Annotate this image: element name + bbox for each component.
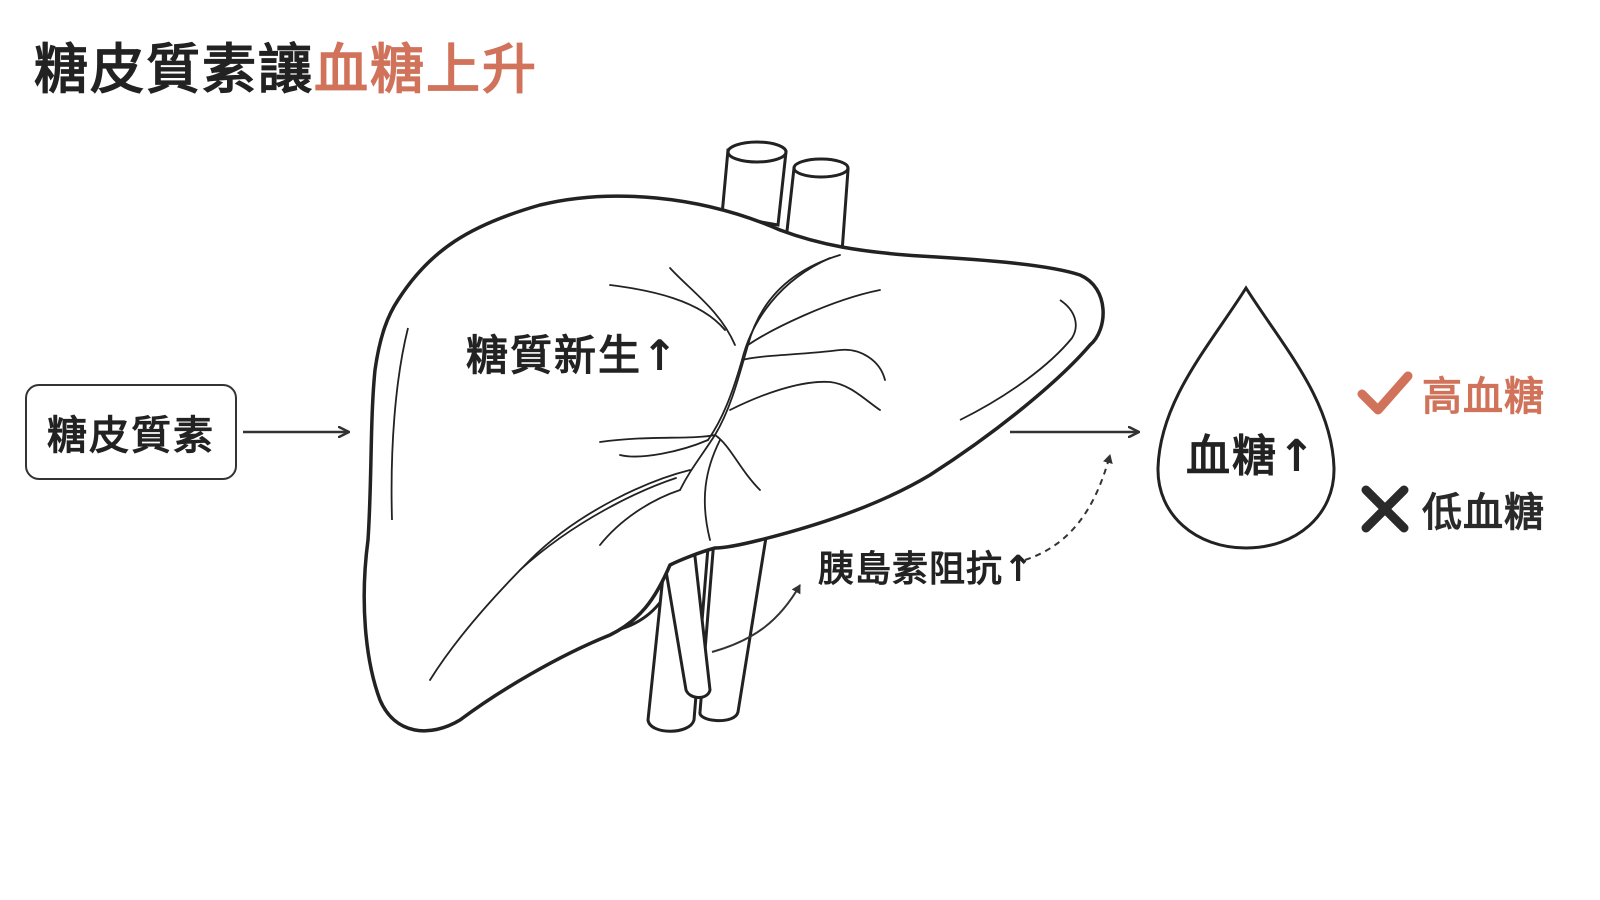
legend-high-label: 高血糖 xyxy=(1422,374,1545,420)
check-icon xyxy=(1357,371,1413,415)
upper-vessels xyxy=(720,140,850,254)
dashed-arrow-resistance-to-blood xyxy=(1024,454,1113,561)
legend-low-blood-sugar: 低血糖 xyxy=(1356,480,1545,538)
cortisol-node: 糖皮質素 xyxy=(25,384,237,480)
liver-outline xyxy=(362,194,1105,733)
legend-low-label: 低血糖 xyxy=(1422,490,1545,536)
legend-high-blood-sugar: 高血糖 xyxy=(1356,364,1545,422)
blood-sugar-label: 血糖↑ xyxy=(1186,431,1317,482)
arrow-vessel-to-resistance xyxy=(711,584,801,653)
cross-icon xyxy=(1361,485,1409,533)
title-part-1: 糖皮質素讓 xyxy=(34,38,314,101)
liver-inner-vessels xyxy=(429,254,886,681)
gluconeogenesis-label: 糖質新生↑ xyxy=(466,331,680,380)
title-part-2: 血糖上升 xyxy=(314,38,538,101)
blood-drop xyxy=(1156,285,1336,550)
page-title: 糖皮質素讓血糖上升 xyxy=(34,38,538,102)
insulin-resistance-label: 胰島素阻抗↑ xyxy=(818,549,1035,590)
